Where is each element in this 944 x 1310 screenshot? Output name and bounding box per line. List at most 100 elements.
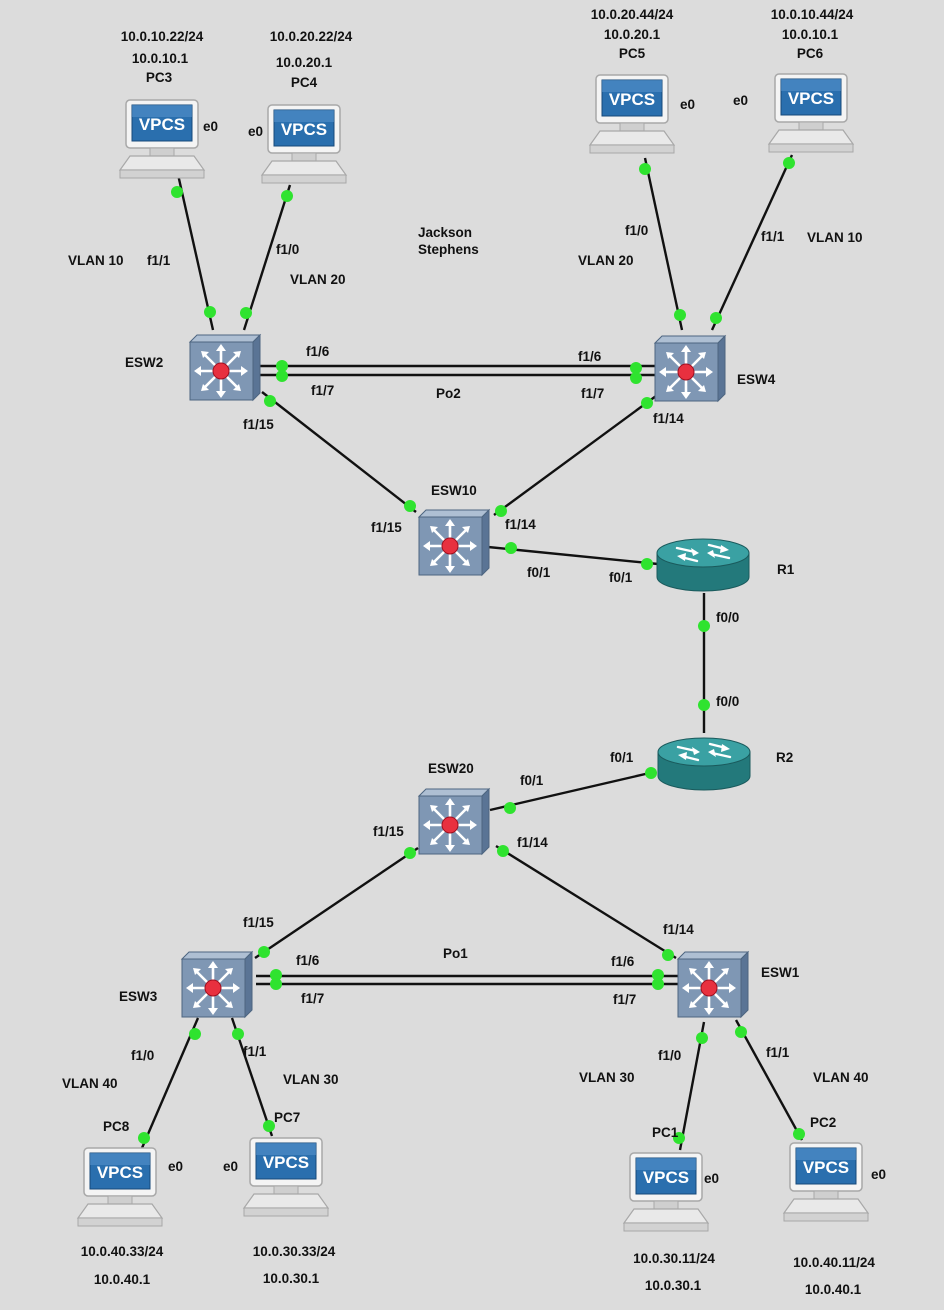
esw10-port-f1-15: f1/15 [371,520,402,535]
pc6-ip: 10.0.10.44/24 [771,7,854,22]
pc3-ip: 10.0.10.22/24 [121,29,204,44]
pc2-computer-icon[interactable]: VPCS [783,1142,869,1222]
esw4-port-f1-1: f1/1 [761,229,785,244]
pc1-screen-label: VPCS [643,1168,689,1187]
author-last-name: Stephens [418,242,479,257]
pc8-name: PC8 [103,1119,130,1134]
esw1-name: ESW1 [761,965,800,980]
dot-pc3-e0 [171,186,183,198]
dot-esw10-f0-1 [505,542,517,554]
esw10-switch-icon[interactable] [417,508,491,577]
links [140,154,804,1151]
link-status-dots [138,157,805,1144]
esw20-port-f1-15: f1/15 [373,824,404,839]
dot-r1-f0-0 [698,620,710,632]
esw2-switch-icon[interactable] [188,333,262,402]
author-first-name: Jackson [418,225,472,240]
pc1-name: PC1 [652,1125,679,1140]
r2-port-f0-0: f0/0 [716,694,739,709]
link-esw20-esw3 [254,847,419,959]
esw4-port-f1-14: f1/14 [653,411,684,426]
dot-esw20-f1-14 [497,845,509,857]
dot-esw10-f1-14 [495,505,507,517]
esw2-pc4-vlan: VLAN 20 [290,272,346,287]
esw1-port-f1-1: f1/1 [766,1045,790,1060]
r1-port-f0-0: f0/0 [716,610,739,625]
esw1-port-f1-7: f1/7 [613,992,636,1007]
pc5-name: PC5 [619,46,646,61]
esw1-pc1-vlan: VLAN 30 [579,1070,635,1085]
pc2-ip: 10.0.40.11/24 [793,1255,875,1270]
esw20-switch-icon[interactable] [417,787,491,856]
pc6-gateway: 10.0.10.1 [782,27,839,42]
dot-r2-f0-0 [698,699,710,711]
pc7-gateway: 10.0.30.1 [263,1271,320,1286]
esw2-port-f1-6: f1/6 [306,344,330,359]
dot-esw2-f1-1 [204,306,216,318]
dot-esw2-f1-0 [240,307,252,319]
esw1-switch-icon[interactable] [676,950,750,1019]
r2-port-f0-1: f0/1 [610,750,634,765]
pc4-ip: 10.0.20.22/24 [270,29,353,44]
pc5-gateway: 10.0.20.1 [604,27,661,42]
esw3-port-f1-7: f1/7 [301,991,324,1006]
pc1-gateway: 10.0.30.1 [645,1278,702,1293]
esw10-port-f0-1: f0/1 [527,565,551,580]
pc4-computer-icon[interactable]: VPCS [261,104,347,184]
pc3-computer-icon[interactable]: VPCS [119,99,205,179]
r1-name: R1 [777,562,795,577]
esw4-name: ESW4 [737,372,776,387]
dot-esw3-f1-6 [270,969,282,981]
esw4-switch-icon[interactable] [653,334,727,403]
pc5-computer-icon[interactable]: VPCS [589,74,675,154]
dot-pc2-e0 [793,1128,805,1140]
esw10-port-f1-14: f1/14 [505,517,536,532]
pc1-port: e0 [704,1171,719,1186]
dot-esw1-f1-14 [662,949,674,961]
esw20-port-f1-14: f1/14 [517,835,548,850]
dot-esw4-f1-1 [710,312,722,324]
esw4-port-f1-0: f1/0 [625,223,648,238]
esw3-port-f1-15: f1/15 [243,915,274,930]
dot-esw3-f1-0 [189,1028,201,1040]
dot-esw10-f1-15 [404,500,416,512]
dot-esw3-f1-1 [232,1028,244,1040]
pc7-computer-icon[interactable]: VPCS [243,1137,329,1217]
esw20-name: ESW20 [428,761,474,776]
dot-r1-f0-1 [641,558,653,570]
link-esw2-pc4 [242,184,292,331]
pc1-computer-icon[interactable]: VPCS [623,1152,709,1232]
link-esw2-pc3 [175,169,215,331]
esw4-pc5-vlan: VLAN 20 [578,253,634,268]
esw3-pc8-vlan: VLAN 40 [62,1076,118,1091]
pc5-ip: 10.0.20.44/24 [591,7,674,22]
dot-pc4-e0 [281,190,293,202]
pc7-port: e0 [223,1159,238,1174]
esw2-port-f1-7: f1/7 [311,383,334,398]
pc3-port: e0 [203,119,218,134]
dot-pc6-e0 [783,157,795,169]
esw2-port-f1-1: f1/1 [147,253,171,268]
esw1-port-f1-6: f1/6 [611,954,635,969]
pc3-name: PC3 [146,70,173,85]
r1-router-icon[interactable] [655,537,751,593]
link-esw1-pc2 [734,1019,804,1141]
r2-router-icon[interactable] [656,736,752,792]
dot-esw1-f1-0 [696,1032,708,1044]
pc6-port: e0 [733,93,748,108]
pc8-computer-icon[interactable]: VPCS [77,1147,163,1227]
esw4-port-f1-7: f1/7 [581,386,604,401]
pc6-computer-icon[interactable]: VPCS [768,73,854,153]
esw3-switch-icon[interactable] [180,950,254,1019]
esw2-port-f1-0: f1/0 [276,242,299,257]
dot-pc8-e0 [138,1132,150,1144]
dot-esw4-f1-7 [630,372,642,384]
dot-esw3-f1-15 [258,946,270,958]
esw3-port-f1-6: f1/6 [296,953,320,968]
dot-esw20-f1-15 [404,847,416,859]
esw3-port-f1-1: f1/1 [243,1044,267,1059]
esw10-name: ESW10 [431,483,477,498]
pc5-screen-label: VPCS [609,90,655,109]
dot-pc7-e0 [263,1120,275,1132]
